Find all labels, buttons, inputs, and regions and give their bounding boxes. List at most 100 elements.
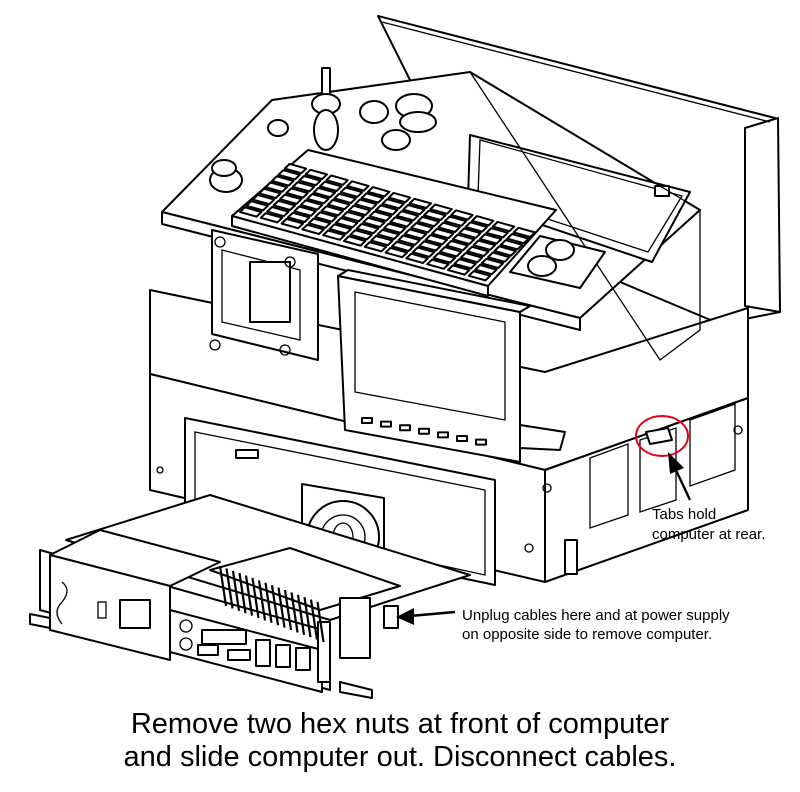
heatsink-fin xyxy=(290,592,299,633)
heatsink-fin xyxy=(244,575,254,616)
keyboard-key xyxy=(259,212,284,224)
keyboard-key xyxy=(306,193,330,205)
keyboard-key xyxy=(343,235,367,247)
keyboard-key xyxy=(264,181,288,193)
keyboard-key xyxy=(285,187,309,199)
keyboard-key xyxy=(239,206,263,218)
monitor-button xyxy=(380,420,392,428)
keyboard-key xyxy=(403,228,428,240)
keyboard-key xyxy=(423,209,447,221)
heatsink-fin xyxy=(270,585,280,626)
keyboard-key xyxy=(474,264,498,276)
unplug-callout-line1: Unplug cables here and at power supply xyxy=(462,607,730,624)
monitor-button xyxy=(437,431,449,439)
keyboard-key xyxy=(258,187,282,199)
keyboard-key xyxy=(327,198,351,211)
keyboard-key xyxy=(458,227,482,239)
keyboard-key xyxy=(293,205,317,217)
keyboard-key xyxy=(424,234,448,246)
keyboard-key xyxy=(287,211,311,223)
tabs-callout-line2: computer at rear. xyxy=(652,526,765,543)
keyboard-key xyxy=(325,174,349,186)
keyboard-key xyxy=(485,227,509,239)
keyboard-key xyxy=(445,239,469,252)
keyboard-key xyxy=(405,252,429,264)
transformer xyxy=(209,229,319,361)
keyboard-key xyxy=(387,191,412,204)
keyboard-key xyxy=(384,246,408,259)
heatsink-fin xyxy=(251,577,260,619)
keyboard-key xyxy=(375,204,399,216)
keyboard-key xyxy=(339,186,364,198)
keyboard-key xyxy=(245,200,269,212)
heatsink-fin xyxy=(296,594,306,635)
keyboard-key xyxy=(395,210,420,222)
monitor-button xyxy=(456,435,468,442)
keyboard-key xyxy=(451,233,476,245)
keyboard-key xyxy=(491,220,516,233)
keyboard-key xyxy=(319,180,343,192)
heatsink-fin xyxy=(238,573,247,614)
keyboard-key xyxy=(376,228,400,240)
keyboard-key xyxy=(280,217,304,230)
keyboard-key xyxy=(437,221,461,233)
keyboard-key xyxy=(298,175,322,187)
keyboard-key xyxy=(320,205,344,217)
keyboard-key xyxy=(349,229,373,241)
monitor-button xyxy=(399,424,411,432)
heatsink-fin xyxy=(283,589,293,631)
keyboard-key xyxy=(493,245,517,257)
keyboard xyxy=(231,149,557,297)
keyboard-key xyxy=(347,204,372,216)
caption-line1: Remove two hex nuts at front of computer xyxy=(130,708,670,740)
keyboard-key xyxy=(506,233,530,245)
keyboard-key xyxy=(472,239,496,251)
keyboard-key xyxy=(408,197,432,209)
keyboard-key xyxy=(322,229,346,241)
keyboard-key xyxy=(299,199,324,211)
keyboard-key xyxy=(367,186,391,198)
keyboard-key xyxy=(410,222,434,234)
keyboard-key xyxy=(304,168,328,180)
keyboard-key xyxy=(271,175,295,187)
keyboard-key xyxy=(370,235,394,247)
keyboard-key xyxy=(418,240,442,252)
keyboard-key xyxy=(368,210,392,222)
keyboard-key xyxy=(466,245,490,257)
keyboard-keys xyxy=(239,162,536,282)
callout-arrows xyxy=(396,452,692,625)
keyboard-key xyxy=(480,257,504,269)
keyboard-key xyxy=(354,198,378,210)
keyboard-key xyxy=(402,204,426,216)
keyboard-key xyxy=(381,198,405,210)
keyboard-key xyxy=(431,227,455,240)
heatsink-fin xyxy=(277,587,286,628)
heatsink-fin xyxy=(316,601,325,643)
rear-tab-highlight xyxy=(635,415,689,457)
heatsink-fin xyxy=(257,580,267,621)
heatsink-fin xyxy=(231,570,241,611)
keyboard-key xyxy=(266,206,290,218)
keyboard-key xyxy=(447,264,471,276)
keyboard-key xyxy=(471,215,495,227)
keyboard-key xyxy=(279,193,303,205)
monitor-button xyxy=(418,427,430,435)
keyboard-key xyxy=(443,215,468,227)
keyboard-key xyxy=(464,221,488,233)
keyboard-key xyxy=(283,162,308,175)
keyboard-key xyxy=(355,222,380,235)
monitor-button xyxy=(361,417,373,424)
keyboard-key xyxy=(341,210,365,223)
button-pad xyxy=(509,235,606,289)
keyboard-key xyxy=(383,222,407,234)
keyboard-key xyxy=(487,251,511,263)
keyboard-key xyxy=(450,209,474,221)
keyboard-key xyxy=(459,252,484,264)
instruction-caption: Remove two hex nuts at front of computer… xyxy=(0,708,800,774)
keyboard-key xyxy=(272,199,296,211)
computer-drawer xyxy=(29,494,471,699)
keyboard-key xyxy=(429,203,453,215)
heatsink-fin xyxy=(218,565,228,607)
